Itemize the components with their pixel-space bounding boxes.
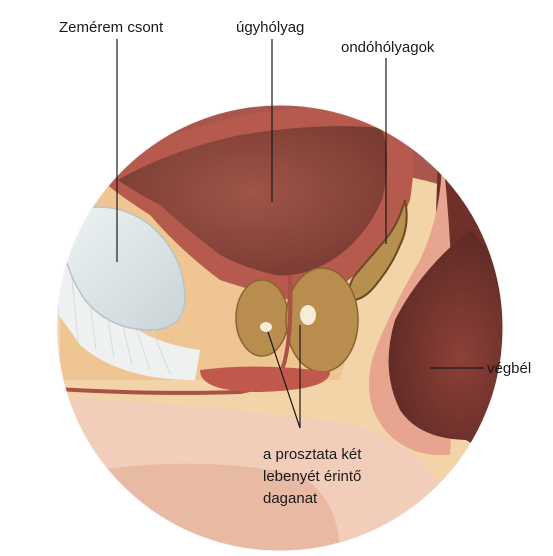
label-rectum: végbél bbox=[487, 359, 531, 378]
prostate-left-lobe bbox=[236, 280, 288, 356]
label-tumor: a prosztata két lebenyét érintő daganat bbox=[263, 444, 413, 510]
tumor-right bbox=[300, 305, 316, 325]
prostate-right-lobe bbox=[286, 268, 358, 372]
tumor-left bbox=[260, 322, 272, 332]
label-seminal-vesicles: ondóhólyagok bbox=[341, 38, 434, 57]
label-bladder: úgyhólyag bbox=[236, 18, 304, 37]
label-tumor-line3: daganat bbox=[263, 488, 413, 510]
label-tumor-line1: a prosztata két bbox=[263, 444, 413, 466]
label-tumor-line2: lebenyét érintő bbox=[263, 466, 413, 488]
label-pubic-bone: Zemérem csont bbox=[59, 18, 163, 37]
